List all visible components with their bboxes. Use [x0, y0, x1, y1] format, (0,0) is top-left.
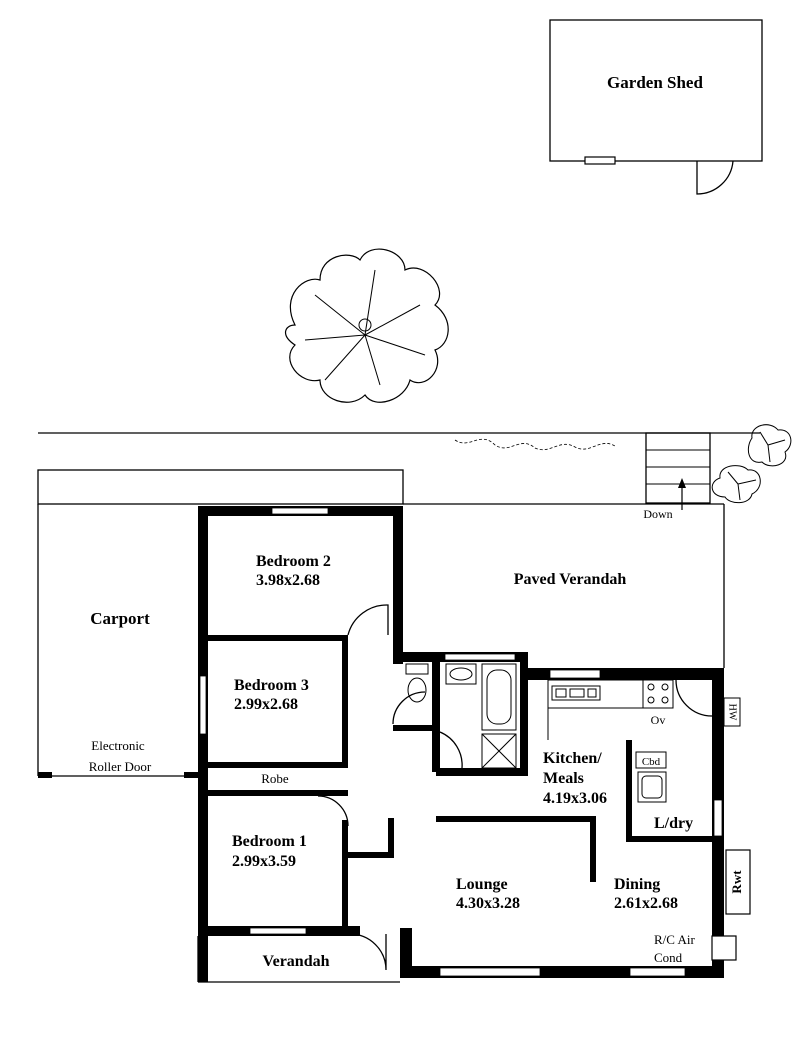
- down-label: Down: [643, 507, 672, 521]
- laundry-label: L/dry: [654, 815, 693, 832]
- bedroom2-label: Bedroom 2: [256, 553, 331, 570]
- air-cond-label-1: R/C Air: [654, 932, 695, 947]
- lounge-label: Lounge: [456, 876, 508, 893]
- air-cond-label-2: Cond: [654, 950, 683, 965]
- robe-label: Robe: [261, 771, 289, 786]
- roller-door-label-1: Electronic: [91, 738, 145, 753]
- dining-size: 2.61x2.68: [614, 895, 678, 912]
- rainwater-tank: Rwt: [725, 849, 751, 915]
- bedroom3-size: 2.99x2.68: [234, 696, 298, 713]
- bedroom1-size: 2.99x3.59: [232, 853, 296, 870]
- shrub-icon: [711, 424, 792, 504]
- hot-water-label: HW: [727, 704, 738, 721]
- bedroom3-label: Bedroom 3: [234, 677, 309, 694]
- oven-label: Ov: [651, 713, 666, 727]
- windows: [199, 507, 723, 977]
- roller-door-label-2: Roller Door: [89, 759, 152, 774]
- rainwater-tank-label: Rwt: [729, 870, 744, 894]
- cupboard-label: Cbd: [642, 756, 661, 768]
- garden-shed: Garden Shed: [549, 19, 763, 195]
- kitchen-label-1: Kitchen/: [543, 750, 602, 767]
- tree-icon: [285, 248, 449, 403]
- paved-verandah: [403, 503, 725, 668]
- bathroom-fixtures: [405, 663, 517, 769]
- shrub-line: [454, 438, 616, 450]
- bedroom2-size: 3.98x2.68: [256, 572, 320, 589]
- front-verandah: [197, 936, 400, 983]
- kitchen-label-2: Meals: [543, 770, 584, 787]
- kitchen-fixtures: [547, 679, 674, 803]
- carport-label: Carport: [90, 609, 150, 628]
- paved-verandah-label: Paved Verandah: [514, 571, 627, 588]
- bedroom1-label: Bedroom 1: [232, 833, 307, 850]
- kitchen-size: 4.19x3.06: [543, 790, 607, 807]
- garden-shed-label: Garden Shed: [607, 73, 703, 92]
- verandah-label: Verandah: [263, 953, 330, 970]
- lounge-size: 4.30x3.28: [456, 895, 520, 912]
- carport: [37, 469, 404, 778]
- air-cond-unit: [711, 935, 737, 961]
- steps: [645, 432, 711, 510]
- hot-water-unit: HW: [723, 697, 741, 727]
- dining-label: Dining: [614, 876, 660, 893]
- doors: [317, 604, 713, 971]
